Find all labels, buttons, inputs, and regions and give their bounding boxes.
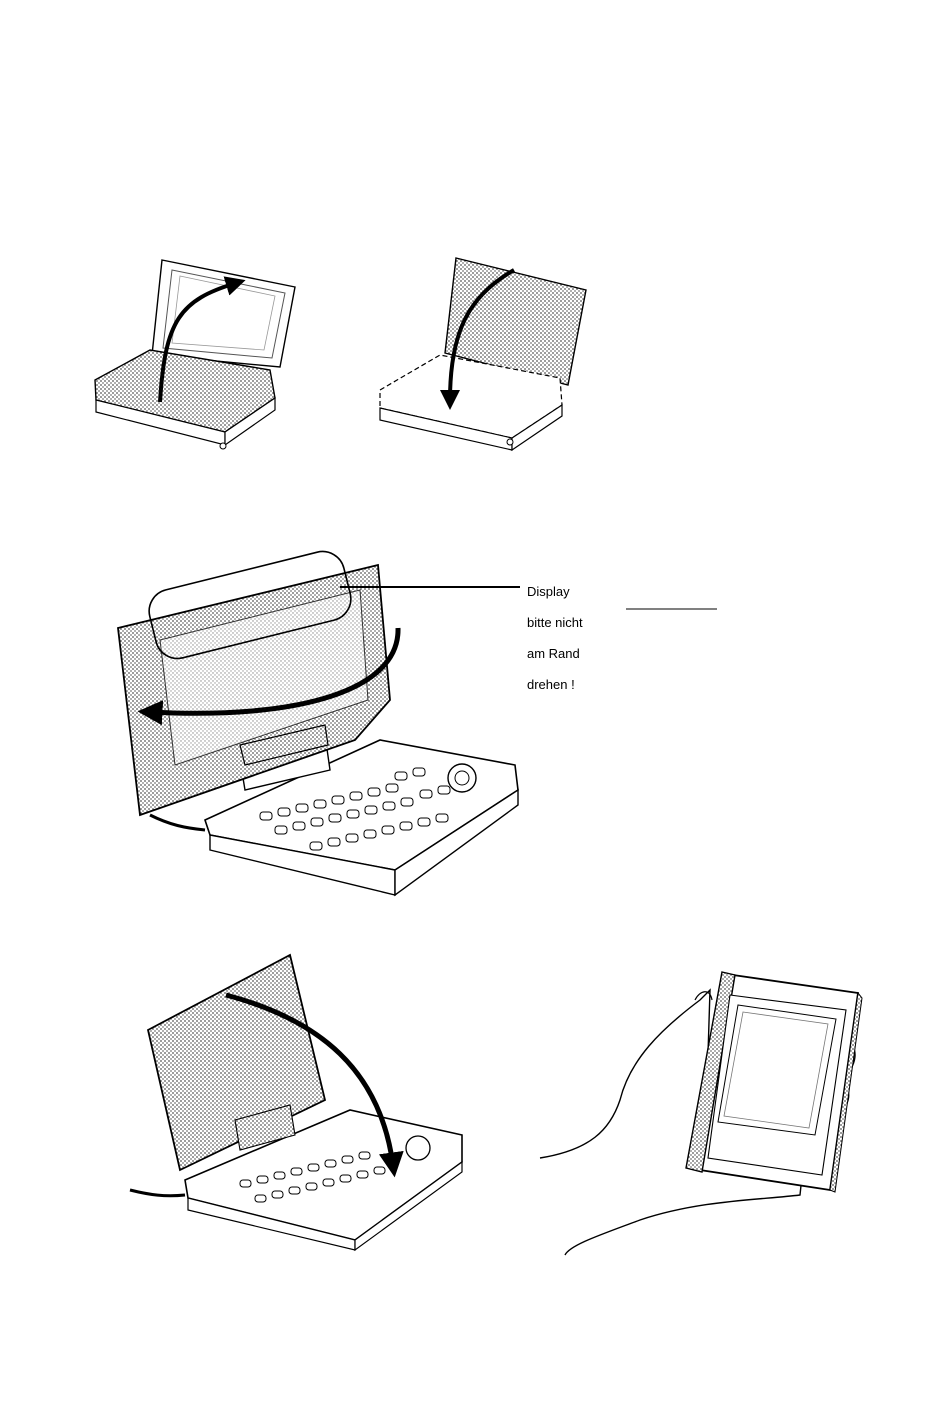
step-close-display [380, 258, 586, 450]
callout-text: Display bitte nicht am Rand drehen ! [527, 568, 583, 708]
callout-line-3: am Rand [527, 646, 583, 662]
step-rotate-display [118, 547, 717, 895]
callout-line-2: bitte nicht [527, 615, 583, 631]
callout-line-4: drehen ! [527, 677, 583, 693]
step-open-display [95, 260, 295, 449]
callout-line-1: Display [527, 584, 583, 600]
step-fold-display-over-keyboard [130, 955, 462, 1250]
device-held-in-hand [540, 972, 862, 1255]
cable [150, 815, 205, 830]
